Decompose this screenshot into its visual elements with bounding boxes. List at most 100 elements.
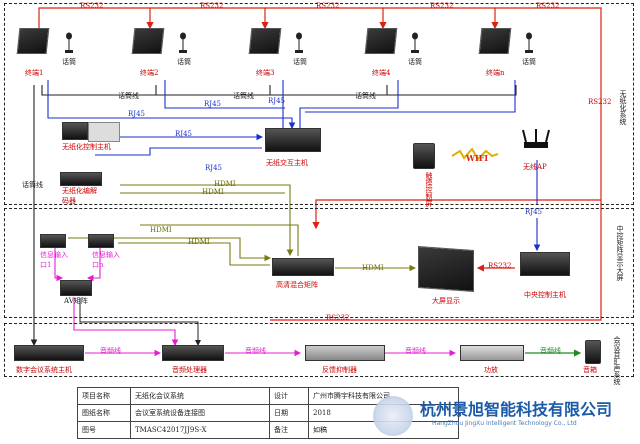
mic-label-n: 话筒 (522, 58, 536, 66)
hdmi-lines (68, 184, 417, 272)
rs232-label-1: RS232 (80, 2, 104, 10)
terminal-2 (131, 28, 173, 58)
ap-icon (522, 129, 550, 148)
mic-icon (525, 32, 533, 53)
conf-host-label: 数字会议系统主机 (16, 366, 72, 374)
terminal-label-4: 终端4 (372, 69, 391, 77)
table-cell: 无纸化会议系统 (130, 387, 270, 405)
paperless-zone (4, 3, 634, 205)
audio-line-label-1: 音频线 (100, 347, 121, 355)
rj45-label-1: RJ45 (268, 97, 285, 105)
rj45-label-3: RJ45 (128, 110, 145, 118)
terminal-4 (364, 28, 406, 58)
encoder-label: 无纸化编解码器 (62, 187, 97, 205)
wifi-label: WIFI (466, 153, 489, 163)
table-cell: 会议室系统设备连接图 (130, 404, 270, 422)
big-screen-label: 大屏显示 (432, 297, 460, 305)
central-control-label: 中央控制主机 (524, 291, 566, 299)
table-cell: 图纸名称 (77, 404, 131, 422)
amp-label: 功放 (484, 366, 498, 374)
amp-device (460, 345, 524, 361)
terminal-label-1: 终端1 (25, 69, 44, 77)
audio-proc-device (162, 345, 224, 361)
mic-icon (295, 32, 303, 53)
mic-cable-label-2: 话筒线 (233, 92, 254, 100)
company-name-english: HangZhou JingXu Intelligent Technology C… (432, 420, 577, 427)
terminal-3 (248, 28, 290, 58)
hdmi-label-5: HDMI (362, 264, 384, 272)
table-cell: 设计 (269, 387, 309, 405)
big-screen-device (418, 246, 474, 292)
table-cell: 备注 (269, 421, 309, 439)
audio-proc-label: 音频处理器 (172, 366, 207, 374)
matrix-device (272, 258, 334, 276)
company-name: 杭州景旭智能科技有限公司 (420, 400, 613, 419)
encoder-device (60, 172, 102, 186)
conf-host-device (14, 345, 84, 361)
control-host-box (88, 122, 120, 142)
mic-icon (65, 32, 73, 53)
terminal-n (478, 28, 520, 58)
rs232-right-label: RS232 (588, 98, 612, 106)
terminal-screen (478, 28, 512, 54)
signal-input-n-device (88, 234, 114, 248)
wifi-icon (451, 147, 499, 161)
rj45-label-2: RJ45 (204, 100, 221, 108)
rs232-label-5: RS232 (536, 2, 560, 10)
signal-input-lines (54, 248, 457, 357)
zone-label-central: 中控矩阵显示大屏 (616, 225, 624, 281)
mic-label-4: 话筒 (408, 58, 422, 66)
table-cell: TMASC42017JJ9S-X (130, 421, 270, 439)
central-zone (4, 208, 634, 318)
audio-zone (4, 323, 634, 377)
mic-label-2: 话筒 (177, 58, 191, 66)
hdmi-label-3: HDMI (150, 226, 172, 234)
signal-input-1-device (40, 234, 66, 248)
mic-icon (179, 32, 187, 53)
mic-label-3: 话筒 (293, 58, 307, 66)
audio-line-label-2: 音频线 (245, 347, 266, 355)
zone-label-paperless: 无纸化系统 (619, 90, 627, 125)
av-matrix-label: AV矩阵 (64, 297, 88, 305)
terminal-label-3: 终端3 (256, 69, 275, 77)
terminal-screen (248, 28, 282, 54)
switch-label: 无纸交互主机 (266, 159, 308, 167)
rj45-label-5: RJ45 (205, 164, 222, 172)
terminal-label-2: 终端2 (140, 69, 159, 77)
audio-line-label-3: 音频线 (405, 347, 426, 355)
mic-cable-label-3: 话筒线 (355, 92, 376, 100)
av-black-lines (79, 298, 201, 346)
signal-input-1-label: 信息输入口1 (40, 251, 68, 269)
terminal-1 (16, 28, 58, 58)
terminal-screen (364, 28, 398, 54)
rj45-lines (47, 80, 537, 250)
feedback-device (305, 345, 385, 361)
mic-cable-lines (30, 85, 517, 347)
control-host-device (62, 122, 88, 140)
hdmi-label-4: HDMI (188, 238, 210, 246)
company-logo-icon (373, 396, 413, 436)
rs232-label-3: RS232 (316, 2, 340, 10)
mic-cable-label-1: 话筒线 (118, 92, 139, 100)
speaker-device (585, 340, 601, 364)
hdmi-label-1: HDMI (214, 180, 236, 188)
central-control-device (520, 252, 570, 276)
terminal-label-n: 终端n (486, 69, 505, 77)
feedback-label: 反馈抑制器 (322, 366, 357, 374)
tablet-device (413, 143, 435, 169)
table-cell: 项目名称 (77, 387, 131, 405)
switch-device (265, 128, 321, 152)
audio-line-label-4: 音频线 (540, 347, 561, 355)
speaker-label: 音箱 (583, 366, 597, 374)
terminal-screen (16, 28, 50, 54)
mic-cable-label-4: 话筒线 (22, 181, 43, 189)
rs232-central-label: RS232 (488, 262, 512, 270)
mic-label-1: 话筒 (62, 58, 76, 66)
rs232-top-lines (38, 7, 602, 321)
mic-icon (411, 32, 419, 53)
table-cell: 日期 (269, 404, 309, 422)
control-host-label: 无纸化控制主机 (62, 143, 111, 151)
rs232-bottom-label: RS232 (326, 314, 350, 322)
signal-input-n-label: 信息输入口n (92, 251, 120, 269)
